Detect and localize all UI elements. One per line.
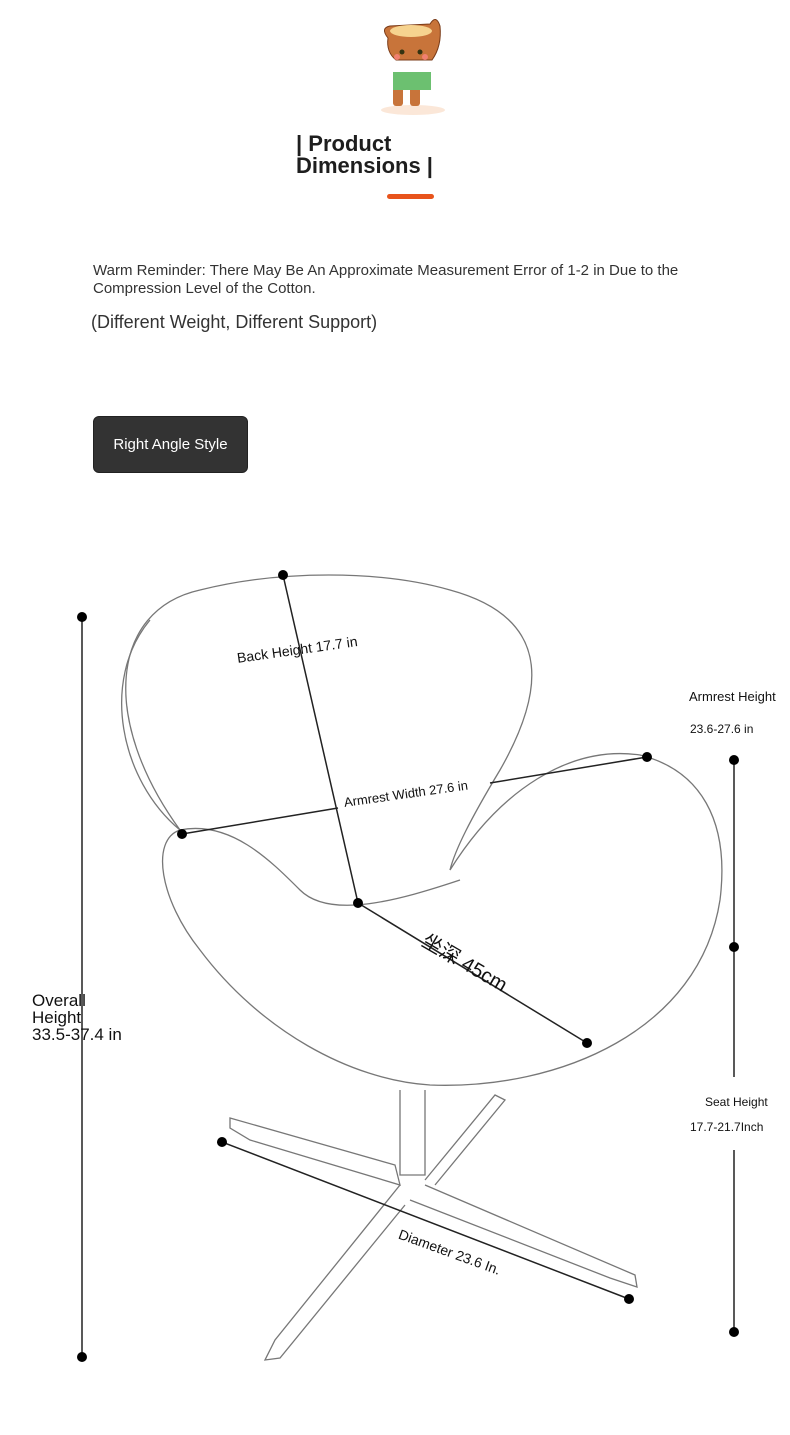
mascot-icon [381, 19, 445, 115]
page-title: | Product Dimensions | [296, 131, 433, 178]
overall-height-label: Overall Height 33.5-37.4 in [32, 991, 122, 1044]
seat-height-value: 17.7-21.7Inch [690, 1120, 764, 1134]
right-angle-style-button[interactable]: Right Angle Style [93, 416, 248, 473]
subtitle: (Different Weight, Different Support) [91, 312, 378, 332]
armrest-height-label: Armrest Height [689, 689, 776, 704]
title-underline [387, 194, 434, 199]
armrest-height-value: 23.6-27.6 in [690, 722, 754, 736]
seat-height-label: Seat Height [705, 1095, 768, 1109]
measurement-reminder: Warm Reminder: There May Be An Approxima… [93, 262, 679, 297]
